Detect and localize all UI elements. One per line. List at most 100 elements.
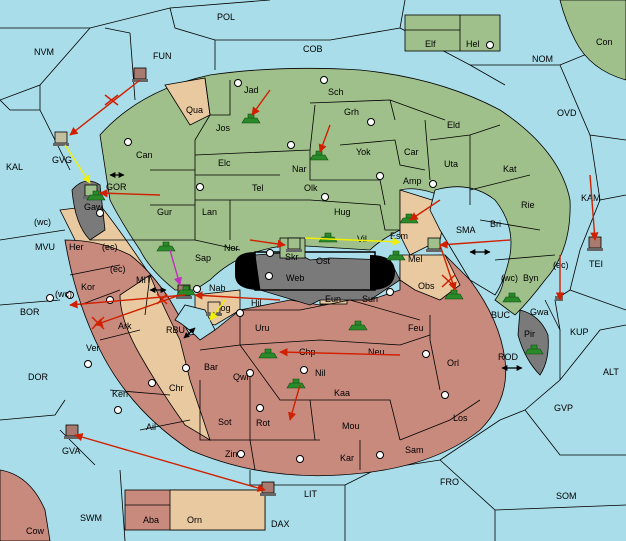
label-jad: Jad xyxy=(244,85,259,95)
label-wc2: (wc) xyxy=(55,289,72,299)
label-hel: Hel xyxy=(466,39,480,49)
label-feu: Feu xyxy=(408,323,424,333)
province-cow[interactable] xyxy=(0,469,51,541)
label-nab: Nab xyxy=(209,283,226,293)
label-esm: Esm xyxy=(390,231,408,241)
label-kup: KUP xyxy=(570,327,589,337)
label-nar: Nar xyxy=(292,164,307,174)
label-yok: Yok xyxy=(356,147,371,157)
label-qwi: Qwi xyxy=(233,372,249,382)
label-rod: ROD xyxy=(498,352,519,362)
label-tel: Tel xyxy=(252,183,264,193)
label-gwa: Gwa xyxy=(530,307,549,317)
label-con: Con xyxy=(596,37,613,47)
label-web: Web xyxy=(286,273,304,283)
label-alt: ALT xyxy=(603,367,619,377)
province-chr[interactable] xyxy=(119,274,211,441)
land-labels: Jad Sch Qua Jos Grh Eld Can Yok Car Uta … xyxy=(34,85,569,525)
label-dax: DAX xyxy=(271,519,290,529)
label-zin: Zin xyxy=(225,449,238,459)
label-hil: Hil xyxy=(251,298,262,308)
supply-centers xyxy=(46,41,494,463)
label-sma: SMA xyxy=(456,225,476,235)
label-kaa: Kaa xyxy=(334,388,350,398)
province-con[interactable] xyxy=(559,0,626,81)
label-mit: MIT xyxy=(136,275,152,285)
label-elf: Elf xyxy=(425,39,436,49)
label-neu: Neu xyxy=(368,347,385,357)
label-orl: Orl xyxy=(447,358,459,368)
label-bri: Bri xyxy=(490,219,501,229)
label-wc1: (wc) xyxy=(34,217,51,227)
label-kal: KAL xyxy=(6,162,23,172)
label-elc: Elc xyxy=(218,158,231,168)
label-sam: Sam xyxy=(405,445,424,455)
label-nvm: NVM xyxy=(34,47,54,57)
label-gur: Gur xyxy=(157,207,172,217)
sea-labels: POL NVM FUN COB NOM Con OVD KAL GVG GOR … xyxy=(6,12,619,536)
cut-marks xyxy=(91,94,456,330)
label-rot: Rot xyxy=(256,418,271,428)
label-ken: Ken xyxy=(112,389,128,399)
province-elf-hel[interactable] xyxy=(404,14,501,52)
label-grh: Grh xyxy=(344,107,359,117)
label-can: Can xyxy=(136,150,153,160)
label-aba: Aba xyxy=(143,515,159,525)
label-uta: Uta xyxy=(444,159,458,169)
label-kar: Kar xyxy=(340,453,354,463)
label-eun: Eun xyxy=(325,294,341,304)
label-cow: Cow xyxy=(26,526,45,536)
label-pir: Pir xyxy=(524,329,535,339)
label-orn: Orn xyxy=(187,515,202,525)
order-arrows xyxy=(69,79,599,492)
label-chr: Chr xyxy=(169,383,184,393)
label-dor: DOR xyxy=(28,372,49,382)
label-olk: Olk xyxy=(304,183,318,193)
label-byn: Byn xyxy=(523,273,539,283)
label-ver: Ver xyxy=(86,343,100,353)
label-ovd: OVD xyxy=(557,108,577,118)
province-orn[interactable] xyxy=(169,489,266,531)
label-bar: Bar xyxy=(204,362,218,372)
label-rie: Rie xyxy=(521,200,535,210)
label-eld: Eld xyxy=(447,120,460,130)
label-swm: SWM xyxy=(80,513,102,523)
label-sch: Sch xyxy=(328,87,344,97)
label-uru: Uru xyxy=(255,323,270,333)
label-kat: Kat xyxy=(503,164,517,174)
label-wc3: (wc) xyxy=(501,273,518,283)
label-sun: Sun xyxy=(362,294,378,304)
label-mou: Mou xyxy=(342,421,360,431)
label-cob: COB xyxy=(303,44,323,54)
label-buc: BUC xyxy=(491,310,511,320)
label-nom: NOM xyxy=(532,54,553,64)
sea-sma[interactable] xyxy=(429,186,512,296)
label-ec2: (ec) xyxy=(110,264,126,274)
label-vil: Vil xyxy=(357,234,367,244)
label-skr: Skr xyxy=(285,252,299,262)
label-nor: Nor xyxy=(224,243,239,253)
label-her: Her xyxy=(69,242,84,252)
label-lit: LIT xyxy=(304,489,318,499)
label-gvg: GVG xyxy=(52,155,72,165)
region-south xyxy=(64,239,507,477)
label-kor: Kor xyxy=(81,282,95,292)
region-north xyxy=(99,67,571,316)
label-som: SOM xyxy=(556,491,577,501)
label-sot: Sot xyxy=(218,417,232,427)
label-hug: Hug xyxy=(334,207,351,217)
label-pol: POL xyxy=(217,12,235,22)
label-gva: GVA xyxy=(62,446,80,456)
label-gvp: GVP xyxy=(554,403,573,413)
label-tei: TEI xyxy=(589,259,603,269)
label-ec3: (ec) xyxy=(553,260,569,270)
province-pir[interactable] xyxy=(517,309,549,376)
label-rbu: RBU xyxy=(166,325,185,335)
label-kam: KAM xyxy=(581,193,601,203)
connection-arrows xyxy=(109,172,523,371)
label-lan: Lan xyxy=(202,207,217,217)
label-ark: Ark xyxy=(118,321,132,331)
